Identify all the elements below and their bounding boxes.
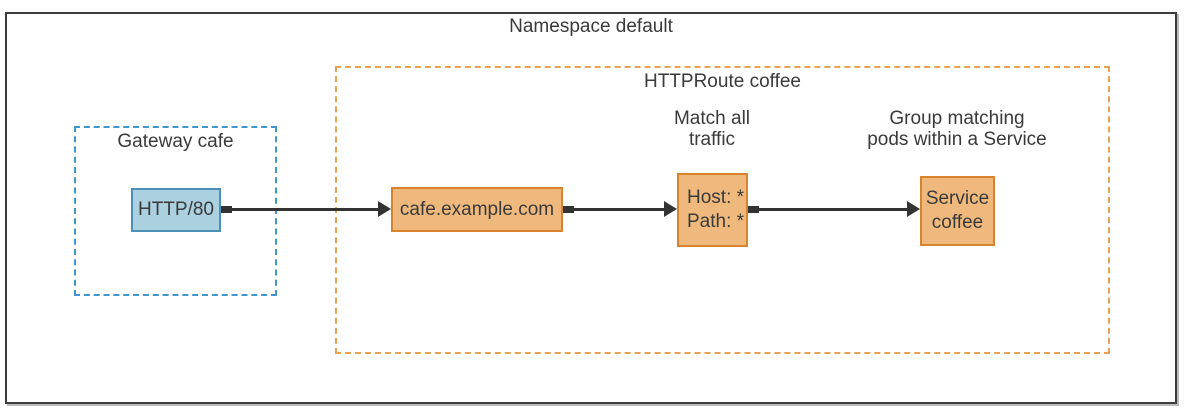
httproute-group-title: HTTPRoute coffee: [643, 71, 801, 92]
arrow-hostname-to-match: [563, 201, 677, 217]
match-path-label: Path: *: [687, 211, 745, 232]
arrow-line: [748, 207, 909, 211]
node-cafe-example-com: cafe.example.com: [391, 187, 563, 232]
arrow-line: [221, 207, 380, 211]
node-service-coffee: Service coffee: [920, 176, 995, 246]
arrowhead-icon: [907, 201, 920, 217]
note-line: Match all: [673, 108, 751, 129]
arrowhead-icon: [664, 201, 677, 217]
arrowhead-icon: [378, 201, 391, 217]
namespace-title: Namespace default: [509, 16, 673, 37]
node-cafe-example-com-label: cafe.example.com: [399, 198, 555, 220]
arrow-match-to-service: [748, 201, 920, 217]
arrow-line: [563, 207, 666, 211]
arrow-listener-to-hostname: [221, 201, 391, 217]
service-label-line: coffee: [931, 212, 984, 233]
gateway-group-title: Gateway cafe: [117, 131, 234, 152]
service-label-line: Service: [925, 188, 990, 209]
node-http-80: HTTP/80: [131, 188, 221, 232]
node-http-80-label: HTTP/80: [137, 199, 215, 221]
gateway-group: Gateway cafe: [74, 126, 277, 296]
node-match-rule: Host: * Path: *: [677, 173, 748, 247]
match-all-traffic-note: Match all traffic: [632, 108, 792, 150]
note-line: Group matching: [889, 108, 1025, 129]
note-line: pods within a Service: [867, 129, 1047, 150]
match-host-label: Host: *: [687, 187, 745, 208]
group-matching-pods-note: Group matching pods within a Service: [847, 108, 1067, 150]
note-line: traffic: [688, 129, 736, 150]
